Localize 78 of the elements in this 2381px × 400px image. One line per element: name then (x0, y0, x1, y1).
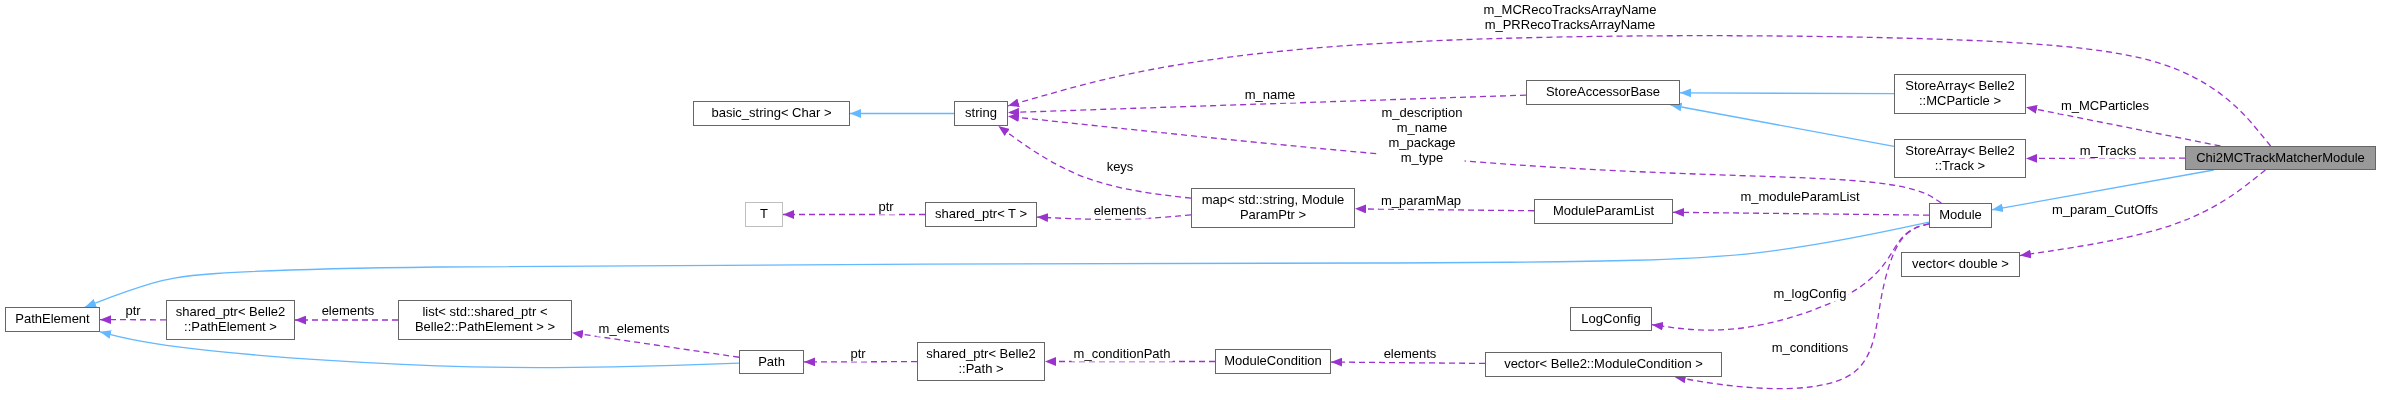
edge-label: m_MCRecoTracksArrayName m_PRRecoTracksArrayName (1481, 3, 1659, 33)
class-box (398, 300, 572, 340)
connector-arrow (99, 330, 740, 369)
class-box (925, 202, 1037, 227)
class-box (1894, 74, 2026, 114)
class-name: basic_string< Char > (711, 106, 832, 121)
class-box (1191, 188, 1355, 228)
connector-arrow (1007, 113, 1942, 204)
connector-arrow (782, 210, 926, 219)
edge-label: m_paramMap (1378, 193, 1464, 209)
class-box (917, 342, 1045, 381)
connector-arrow (2025, 105, 2222, 147)
class-box (166, 300, 295, 340)
class-name: T (760, 207, 768, 222)
connector-arrow (1672, 208, 1930, 217)
class-name: Chi2MCTrackMatcherModule (2196, 150, 2365, 166)
class-name: PathElement (15, 312, 90, 327)
class-box (693, 101, 850, 126)
edge-label: ptr (876, 199, 896, 215)
edge-label: m_description m_name m_package m_type (1379, 106, 1465, 166)
class-name: LogConfig (1581, 311, 1641, 327)
class-name: StoreArray< Belle2 ::MCParticle > (1904, 79, 2016, 109)
class-name: shared_ptr< Belle2 ::Path > (925, 346, 1037, 377)
edge-label: keys (1104, 159, 1136, 175)
class-box (1526, 80, 1680, 105)
edge-label: ptr (848, 346, 868, 362)
connector-arrow (1679, 88, 1895, 98)
connector-arrow (849, 109, 955, 118)
class-box (1570, 307, 1652, 331)
edge-label: m_logConfig (1771, 286, 1849, 302)
class-box (5, 307, 100, 332)
class-box (1485, 352, 1722, 377)
connector-arrow (1036, 213, 1192, 223)
connector-arrow (1991, 169, 2215, 213)
class-name: vector< double > (1912, 257, 2009, 272)
edge-label: m_Tracks (2077, 143, 2139, 159)
class-name: ModuleParamList (1552, 204, 1655, 219)
edge-label: m_moduleParamList (1738, 189, 1862, 205)
class-box (1534, 199, 1673, 224)
class-name: list< std::shared_ptr < Belle2::PathElement > > (413, 305, 557, 335)
class-name: string (965, 106, 997, 121)
connector-arrow (294, 315, 399, 325)
connector-arrow (1354, 204, 1535, 214)
edge-label: m_elements (596, 321, 672, 337)
connector-arrow (1674, 223, 1930, 390)
class-name: StoreAccessorBase (1545, 85, 1661, 100)
connector-arrow (1007, 35, 2272, 147)
class-name: shared_ptr< T > (935, 207, 1027, 222)
class-box (1901, 252, 2020, 277)
connector-arrow (997, 125, 1192, 199)
edge-label: elements (1091, 203, 1149, 219)
connector-arrow (84, 221, 1930, 308)
edge-label: m_conditions (1769, 340, 1851, 356)
edge-label: m_conditionPath (1071, 346, 1173, 362)
class-name: vector< Belle2::ModuleCondition > (1504, 357, 1703, 372)
class-box (745, 202, 783, 227)
class-box (2185, 146, 2376, 170)
edge-label: ptr (123, 303, 143, 319)
connector-arrow (1669, 102, 1895, 147)
connector-arrow (571, 330, 740, 358)
class-box (739, 350, 804, 374)
class-box (1929, 203, 1992, 228)
class-box (1894, 139, 2026, 178)
connector-arrow (99, 315, 167, 325)
connector-arrow (803, 357, 918, 367)
class-name: Path (758, 354, 785, 370)
class-name: map< std::string, Module ParamPtr > (1200, 193, 1346, 223)
class-name: shared_ptr< Belle2 ::PathElement > (174, 305, 287, 335)
edge-label: m_param_CutOffs (2050, 202, 2160, 218)
connector-arrow (1330, 357, 1486, 367)
class-name: ModuleCondition (1224, 354, 1322, 369)
edge-label: m_MCParticles (2058, 98, 2152, 114)
connector-arrow (2019, 169, 2267, 259)
connector-arrow (1007, 94, 1527, 117)
class-box (954, 101, 1008, 126)
class-name: StoreArray< Belle2 ::Track > (1904, 143, 2016, 174)
class-box (1215, 349, 1331, 374)
class-name: Module (1939, 208, 1982, 223)
